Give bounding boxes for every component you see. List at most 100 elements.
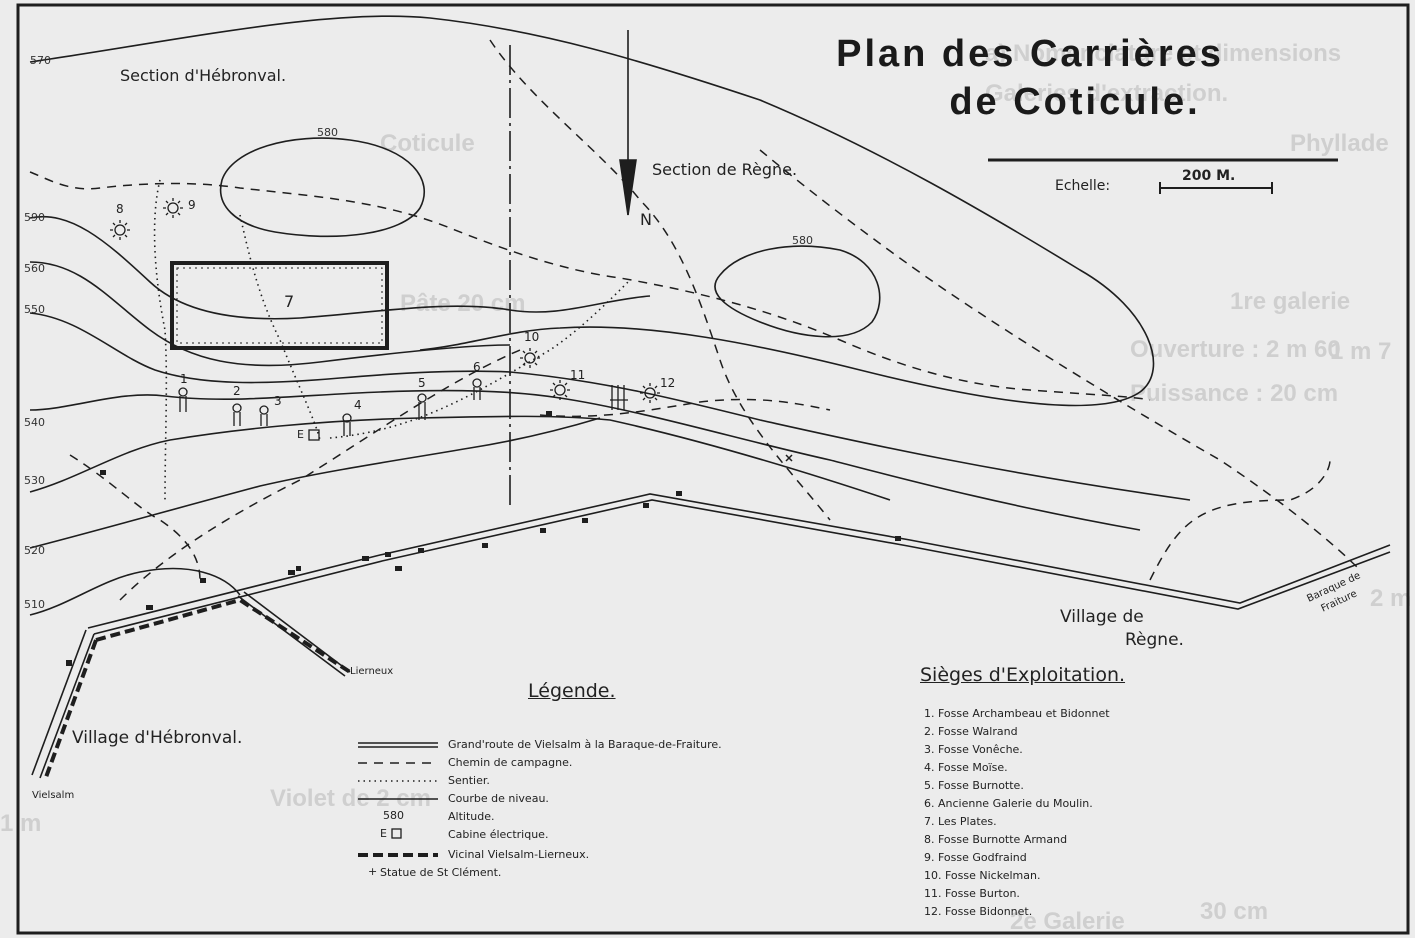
siege-item: 10. Fosse Nickelman.: [924, 869, 1041, 882]
bleed-text: Ouverture : 2 m 60: [1130, 336, 1341, 363]
legend-cabine-symbol: [391, 828, 402, 839]
siege-item: 6. Ancienne Galerie du Moulin.: [924, 797, 1093, 810]
fosse-number: 5: [418, 376, 426, 390]
section-regne-label: Section de Règne.: [652, 160, 798, 179]
altitude-590: 590: [24, 211, 45, 224]
village-regne-label: Village de: [1060, 607, 1144, 627]
sieges-title: Sièges d'Exploitation.: [920, 664, 1126, 686]
siege-item: 9. Fosse Godfraind: [924, 851, 1027, 864]
legend-road-symbol: [358, 742, 438, 748]
path-diag: [489, 39, 831, 521]
legend-altitude-example: 580: [383, 809, 404, 822]
legend-symbols: [358, 742, 438, 857]
map-title: Plan des Carrières de Coticule.: [790, 30, 1270, 126]
fosse-number: 6: [473, 360, 481, 374]
legend-item: Grand'route de Vielsalm à la Baraque-de-…: [448, 738, 722, 751]
fosse-number: 11: [570, 368, 586, 382]
map-title-line-2: de Coticule.: [949, 81, 1201, 123]
path-west: [69, 454, 201, 581]
country-paths: [29, 39, 1361, 601]
footpath-3: [329, 279, 631, 439]
bleed-text: 1 m: [0, 810, 42, 837]
altitude-570: 570: [30, 54, 51, 67]
contour-520: [29, 417, 601, 549]
map-frame: [16, 3, 1410, 935]
fosse-number: 1: [180, 372, 188, 386]
bleed-text: Puissance : 20 cm: [1130, 380, 1339, 407]
altitude-520: 520: [24, 544, 45, 557]
footpath-1: [153, 179, 168, 501]
hill-580-east: [714, 245, 881, 338]
fosse-10-symbol: [520, 348, 540, 368]
les-plates-area: [170, 261, 389, 350]
altitude-530: 530: [24, 474, 45, 487]
fosse-number: 9: [188, 198, 196, 212]
bleed-text: a) Nomenclature et dimensions: [985, 40, 1342, 67]
north-label: N: [640, 210, 652, 229]
siege-item: 1. Fosse Archambeau et Bidonnet: [924, 707, 1110, 720]
contour-590: [29, 216, 651, 320]
map-title-line-1: Plan des Carrières: [836, 33, 1224, 75]
tramway-line: [43, 597, 352, 781]
hill-580-west: [219, 137, 425, 238]
fosse-number: 10: [524, 330, 540, 344]
path-ne: [759, 149, 1361, 571]
path-east-loop: [1149, 459, 1331, 581]
altitude-510: 510: [24, 598, 45, 611]
path-north: [29, 171, 1151, 401]
section-hebronval-label: Section d'Hébronval.: [120, 66, 287, 85]
legend-statue-symbol: +: [368, 865, 378, 878]
contour-lines: [29, 15, 1191, 616]
legend-item: Cabine électrique.: [448, 828, 549, 841]
cabine-box: [308, 429, 320, 441]
path-centre: [539, 398, 831, 418]
road-lierneux: [237, 595, 346, 677]
siege-item: 3. Fosse Vonêche.: [924, 743, 1023, 756]
path-south-west: [119, 349, 521, 601]
north-arrow: [619, 30, 637, 216]
bleed-text: Coticule: [380, 130, 475, 157]
fosse-number: 7: [284, 292, 295, 311]
altitude-hill-east: 580: [792, 234, 813, 247]
legend-item: Vicinal Vielsalm-Lierneux.: [448, 848, 590, 861]
fosse-number: 2: [233, 384, 241, 398]
road-lierneux-2: [243, 591, 351, 673]
legend-cabine-letter: E: [380, 827, 387, 840]
les-plates-hatch: [176, 267, 383, 344]
hills: [219, 137, 881, 338]
legend-item: Sentier.: [448, 774, 490, 787]
bleed-text: Phyllade: [1290, 130, 1389, 157]
vielsalm-label: Vielsalm: [32, 790, 75, 801]
fosse-number: 12: [660, 376, 676, 390]
fosse-5-symbol: [417, 393, 427, 420]
contour-550: [29, 312, 1191, 501]
footpath-2: [239, 214, 321, 441]
fosse-symbols: [110, 198, 660, 436]
siege-item: 11. Fosse Burton.: [924, 887, 1020, 900]
bleed-text: Pâte 20 cm: [400, 290, 526, 317]
altitude-540: 540: [24, 416, 45, 429]
contour-540: [29, 389, 1141, 531]
bleed-text: 1re galerie: [1230, 288, 1351, 315]
fosse-9-symbol: [163, 198, 183, 218]
moulin-gallery-symbol: [610, 385, 628, 410]
bleed-text: 2 m: [1370, 585, 1412, 612]
fosse-4-symbol: [342, 413, 352, 436]
fosse-3-symbol: [259, 405, 269, 426]
legend-item: Statue de St Clément.: [380, 866, 502, 879]
fosse-number: 3: [274, 394, 282, 408]
siege-item: 7. Les Plates.: [924, 815, 997, 828]
siege-item: 8. Fosse Burnotte Armand: [924, 833, 1068, 846]
contour-570: [29, 15, 1155, 407]
bleed-text: 1 m 7: [1330, 338, 1392, 365]
contour-560: [29, 261, 511, 367]
altitude-550: 550: [24, 303, 45, 316]
legend-item: Courbe de niveau.: [448, 792, 549, 805]
scale-value: 200 M.: [1182, 168, 1236, 184]
siege-item: 12. Fosse Bidonnet.: [924, 905, 1033, 918]
contour-530: [29, 415, 891, 501]
fosse-2-symbol: [232, 403, 242, 426]
siege-item: 4. Fosse Moïse.: [924, 761, 1008, 774]
